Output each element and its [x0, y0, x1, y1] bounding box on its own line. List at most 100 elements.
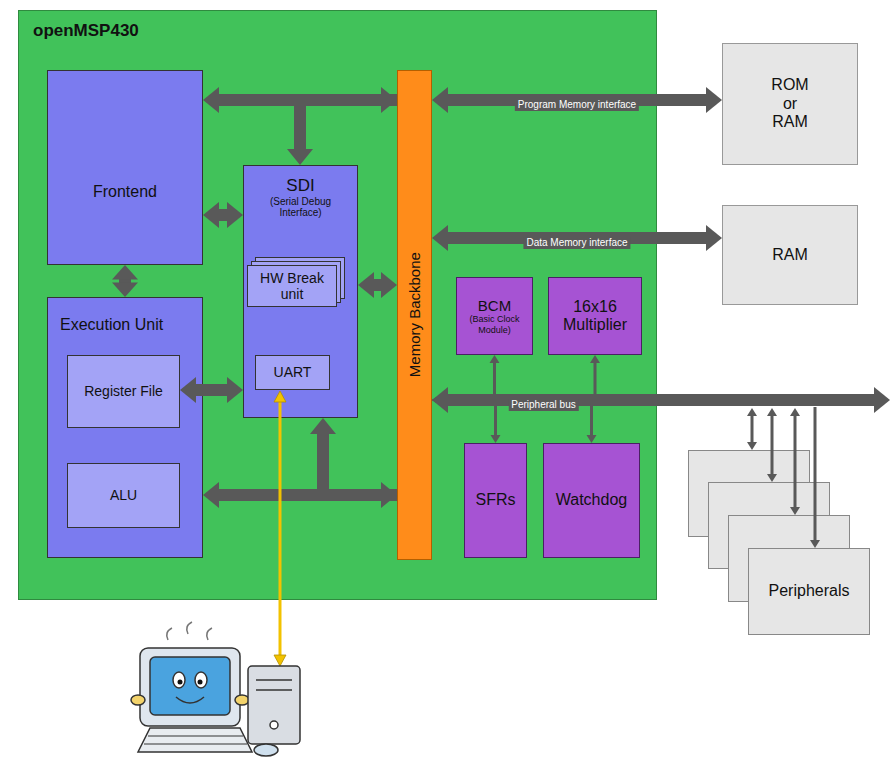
watchdog-block: Watchdog: [543, 443, 640, 558]
arrow-part: [358, 272, 397, 298]
data-path-arrow: [358, 272, 397, 298]
arrow-shaft: [440, 363, 596, 401]
block-title: Register File: [84, 383, 163, 399]
bus-tap-arrow: [432, 395, 501, 443]
thick-connectors: [112, 87, 890, 548]
arrow-head: [381, 87, 397, 113]
arrow-head: [203, 482, 219, 508]
arrow-part: [180, 377, 243, 403]
arrow-head: [432, 395, 440, 405]
monitor: [140, 648, 240, 726]
arrow-head: [747, 408, 757, 416]
arrow-shaft: [219, 94, 382, 106]
bus-tap-arrow: [432, 395, 597, 443]
computer-tower: [248, 666, 300, 744]
arrow-head: [767, 474, 777, 482]
arrow-head: [203, 87, 219, 113]
arrow-part: [432, 355, 600, 405]
arrow-head: [358, 272, 374, 298]
eye: [195, 672, 207, 688]
data-path-arrow: [432, 225, 722, 251]
arrow-head: [590, 355, 600, 363]
arrow-head: [432, 395, 440, 405]
memory-backbone: Memory Backbone: [397, 70, 432, 560]
arrow-part: [432, 395, 597, 443]
arrow-head: [790, 408, 800, 416]
arrow-head: [790, 507, 800, 515]
execution-block: Execution UnitRegister FileALU: [47, 297, 203, 558]
arrow-head: [432, 395, 440, 405]
arrow-head: [874, 387, 890, 413]
arrow-head: [706, 225, 722, 251]
steam-lines: [167, 622, 212, 640]
layer-arrow: [751, 415, 754, 442]
arrow-part: [432, 395, 501, 443]
arrow-part: [432, 225, 722, 251]
multiplier-block: 16x16 Multiplier: [548, 277, 642, 355]
arrow-head: [381, 272, 397, 298]
arrow-head: [432, 395, 440, 405]
arrow-part: [810, 407, 820, 548]
arrow-shaft: [119, 279, 131, 283]
arrow-part: [203, 87, 397, 113]
arrow-head: [274, 655, 286, 666]
arrow-shaft: [440, 400, 496, 436]
block-title: SDI: [286, 176, 314, 196]
arrow-head: [112, 283, 138, 297]
arrow-head: [747, 442, 757, 450]
arrow-head: [227, 377, 243, 403]
block-title: UART: [274, 364, 312, 380]
power-button: [270, 721, 278, 729]
data-path-arrow: [180, 377, 243, 403]
debug-block: SDI(Serial Debug Interface)HW Break unit…: [243, 165, 358, 418]
block-title: ALU: [110, 487, 137, 503]
uart-block: UART: [255, 355, 330, 390]
hand: [131, 695, 145, 705]
arrow-shaft: [440, 400, 592, 436]
pupil: [198, 680, 203, 685]
data-memory: RAM: [722, 205, 858, 305]
block-title: 16x16 Multiplier: [553, 298, 637, 335]
arrow-head: [490, 355, 500, 363]
arrow-part: [203, 482, 397, 508]
serial-wire: [279, 401, 282, 656]
arrow-shaft: [323, 434, 397, 496]
hand: [235, 695, 249, 705]
block-title: ROM or RAM: [767, 76, 813, 131]
serial-link: [274, 391, 286, 666]
smile: [176, 697, 204, 703]
clock-block: BCM(Basic Clock Module): [456, 277, 533, 355]
peripheral-stack: Peripherals: [748, 548, 870, 635]
arrow-part: [432, 355, 500, 405]
arrow-part: [310, 418, 397, 495]
arrow-shaft: [219, 489, 382, 501]
alu-block: ALU: [67, 463, 180, 528]
arrow-shaft: [196, 384, 228, 396]
arrow-head: [810, 540, 820, 548]
data-path-arrow: [112, 265, 138, 297]
break-unit-stack: HW Break unit: [247, 265, 337, 307]
frontend-block: Frontend: [47, 70, 203, 265]
data-path-arrow: [432, 87, 722, 113]
computer-illustration: [131, 622, 300, 756]
monitor-screen: [150, 657, 230, 715]
block-title: Execution Unit: [60, 316, 163, 334]
arrow-head: [203, 202, 219, 228]
thin-connectors: [432, 355, 600, 443]
bus-tap-arrow: [432, 355, 500, 405]
arrow-head: [491, 435, 501, 443]
eye: [173, 672, 185, 688]
block-title: openMSP430: [33, 21, 139, 41]
arrow-head: [587, 435, 597, 443]
block-title: Memory Backbone: [406, 252, 423, 377]
bus-label: Peripheral bus: [508, 399, 578, 411]
arrow-shaft: [814, 407, 817, 541]
arrow-head: [432, 387, 448, 413]
peripheral-layer-arrows: [747, 408, 800, 515]
sfr-block: SFRs: [464, 443, 527, 558]
drive-slot: [256, 689, 292, 691]
arrow-head: [381, 482, 397, 508]
data-path-arrow: [203, 87, 397, 113]
